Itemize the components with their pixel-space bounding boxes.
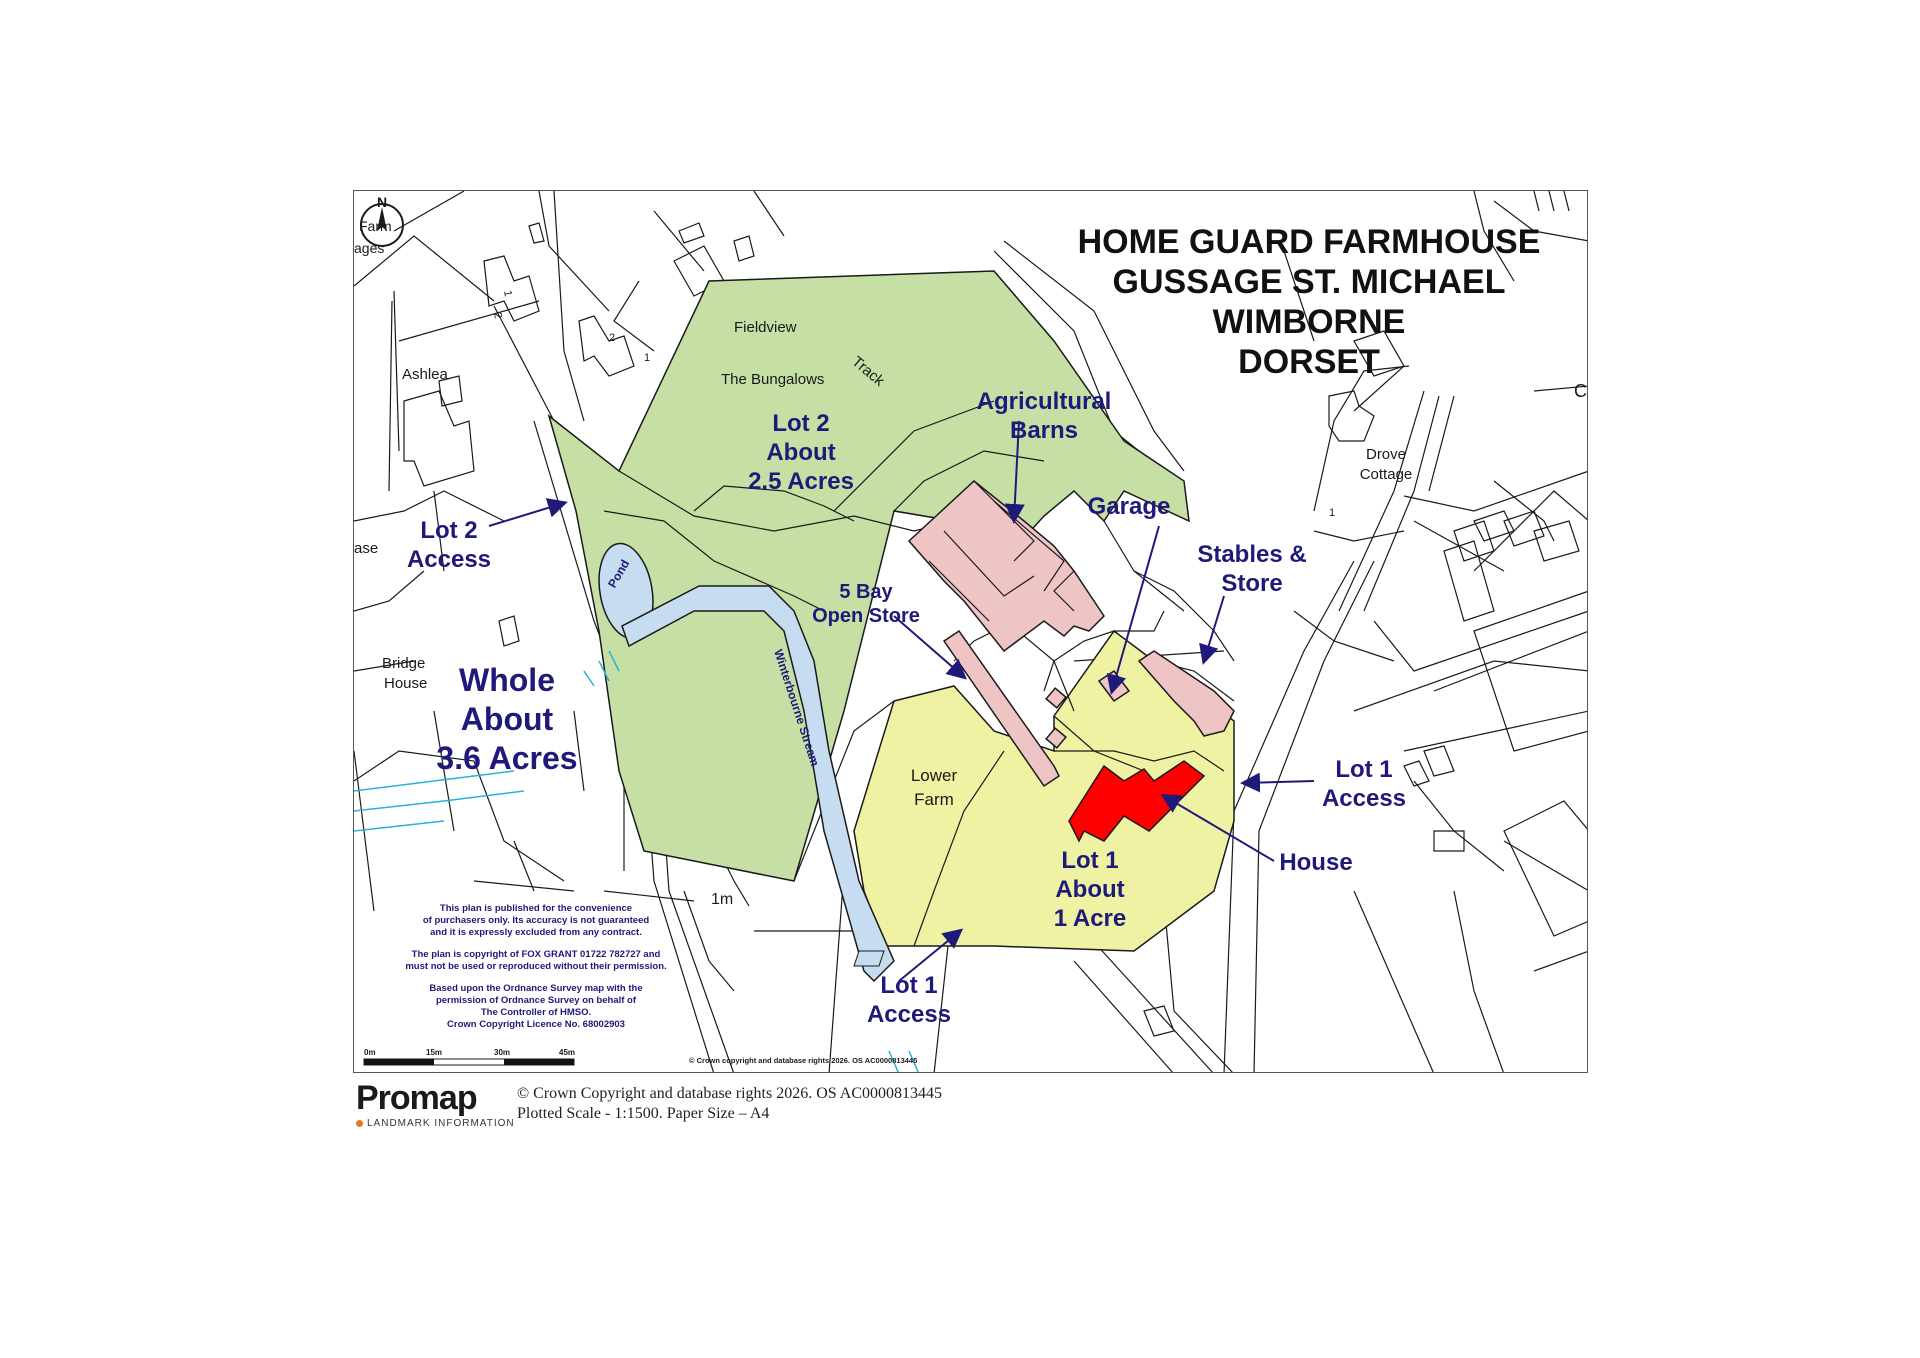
winterbourne-stream [621, 585, 895, 983]
lot2-access-line1: Lot 2 [420, 517, 477, 544]
plot-number-3: 2 [609, 332, 615, 344]
label-house-name: House [384, 675, 427, 692]
label-the-bungalows: The Bungalows [721, 371, 824, 388]
base-linework [354, 191, 1587, 1072]
lot2-area-line2: About [766, 439, 835, 466]
plot-number-1: 1 [501, 289, 514, 297]
lot1-area-line2: About [1055, 876, 1124, 903]
lot-labels: Lot 2 About 2.5 Acres Lot 2 Access Whole… [407, 388, 1406, 1028]
north-compass: N [360, 194, 404, 247]
lot1-access-right-line1: Lot 1 [1335, 756, 1392, 783]
label-ashlea: Ashlea [402, 366, 449, 383]
scale-tick-15: 15m [426, 1048, 442, 1057]
label-ase: ase [354, 540, 378, 557]
label-farm: Farm [359, 218, 392, 234]
lot1-access-right-line2: Access [1322, 785, 1406, 812]
scale-tick-45: 45m [559, 1048, 575, 1057]
stables-line1: Stables & [1197, 541, 1306, 568]
background-buildings [403, 222, 1587, 1037]
compass-letter: N [377, 194, 387, 210]
title-line3: WIMBORNE [1213, 303, 1406, 341]
title-line2: GUSSAGE ST. MICHAEL [1113, 263, 1506, 301]
garage-label: Garage [1088, 493, 1171, 520]
title-line1: HOME GUARD FARMHOUSE [1078, 223, 1541, 261]
lot2-area-line1: Lot 2 [772, 410, 829, 437]
agricultural-barns [907, 480, 1105, 653]
logo-wordmark: Promap [356, 1079, 478, 1117]
place-names: Fieldview The Bungalows Track Ashlea Dro… [354, 289, 1587, 908]
footer-text: © Crown Copyright and database rights 20… [517, 1084, 942, 1124]
disclaimer-line: permission of Ordnance Survey on behalf … [436, 995, 637, 1006]
scale-tick-30: 30m [494, 1048, 510, 1057]
promap-logo: Promap LANDMARK INFORMATION [356, 1080, 515, 1129]
agri-line1: Agricultural [977, 388, 1112, 415]
disclaimer-line: of purchasers only. Its accuracy is not … [423, 915, 650, 926]
disclaimer-line: The plan is copyright of FOX GRANT 01722… [412, 949, 661, 960]
scale-tick-0: 0m [364, 1048, 376, 1057]
title-line4: DORSET [1238, 343, 1380, 381]
label-cottage: Cottage [1360, 466, 1413, 483]
lot2-access-line2: Access [407, 546, 491, 573]
house-label: House [1279, 849, 1352, 876]
label-bridge: Bridge [382, 655, 425, 672]
whole-line2: About [461, 701, 554, 737]
disclaimer-line: Based upon the Ordnance Survey map with … [429, 983, 642, 994]
lot1-access-bottom-line2: Access [867, 1001, 951, 1028]
footer-scale: Plotted Scale - 1:1500. Paper Size – A4 [517, 1105, 770, 1122]
water-features [598, 542, 895, 983]
disclaimer-line: and it is expressly excluded from any co… [430, 927, 642, 938]
stables-line2: Store [1221, 570, 1282, 597]
label-farm-lower: Farm [914, 790, 954, 809]
plot-number-5: 1 [1329, 507, 1335, 519]
house [1068, 760, 1206, 843]
disclaimer-line: Crown Copyright Licence No. 68002903 [447, 1019, 625, 1030]
disclaimer: This plan is published for the convenien… [405, 903, 666, 1030]
lot2-area-line3: 2.5 Acres [748, 468, 854, 495]
plot-number-4: 1 [644, 352, 650, 364]
label-1m: 1m [711, 891, 733, 908]
lot2-area [547, 270, 1190, 882]
logo-subtitle-text: LANDMARK INFORMATION [367, 1118, 515, 1129]
map-copyright: © Crown copyright and database rights 20… [689, 1056, 917, 1065]
site-plan-map: N Farm ages HOME GUARD FARMHOUSE GUSSAGE… [353, 190, 1588, 1073]
logo-dot-icon [356, 1119, 363, 1127]
footer: Promap LANDMARK INFORMATION © Crown Copy… [356, 1080, 1056, 1130]
bay-line2: Open Store [812, 605, 920, 627]
lot1-area-line3: 1 Acre [1054, 905, 1127, 932]
map-canvas: N Farm ages HOME GUARD FARMHOUSE GUSSAGE… [354, 191, 1587, 1072]
label-lower: Lower [911, 766, 958, 785]
map-title: HOME GUARD FARMHOUSE GUSSAGE ST. MICHAEL… [1078, 223, 1541, 381]
logo-subtitle: LANDMARK INFORMATION [356, 1118, 515, 1129]
footer-copyright: © Crown Copyright and database rights 20… [517, 1085, 943, 1102]
label-cottages: ages [354, 240, 384, 256]
whole-line3: 3.6 Acres [436, 740, 577, 776]
five-bay-open-store [942, 629, 1060, 788]
bay-line1: 5 Bay [839, 581, 893, 603]
disclaimer-line: This plan is published for the convenien… [440, 903, 632, 914]
plot-number-2: 2 [491, 311, 504, 319]
label-fieldview: Fieldview [734, 319, 797, 336]
lot1-access-bottom-line1: Lot 1 [880, 972, 937, 999]
water-lines [354, 650, 919, 1072]
label-c: C [1574, 381, 1587, 401]
stables-store [1137, 650, 1235, 737]
lot1-area-line1: Lot 1 [1061, 847, 1118, 874]
agri-line2: Barns [1010, 417, 1078, 444]
scale-bar: 0m 15m 30m 45m [363, 1048, 575, 1066]
whole-line1: Whole [459, 662, 555, 698]
disclaimer-line: The Controller of HMSO. [481, 1007, 591, 1018]
disclaimer-line: must not be used or reproduced without t… [405, 961, 666, 972]
label-arrows [488, 420, 1315, 982]
label-drove: Drove [1366, 446, 1406, 463]
